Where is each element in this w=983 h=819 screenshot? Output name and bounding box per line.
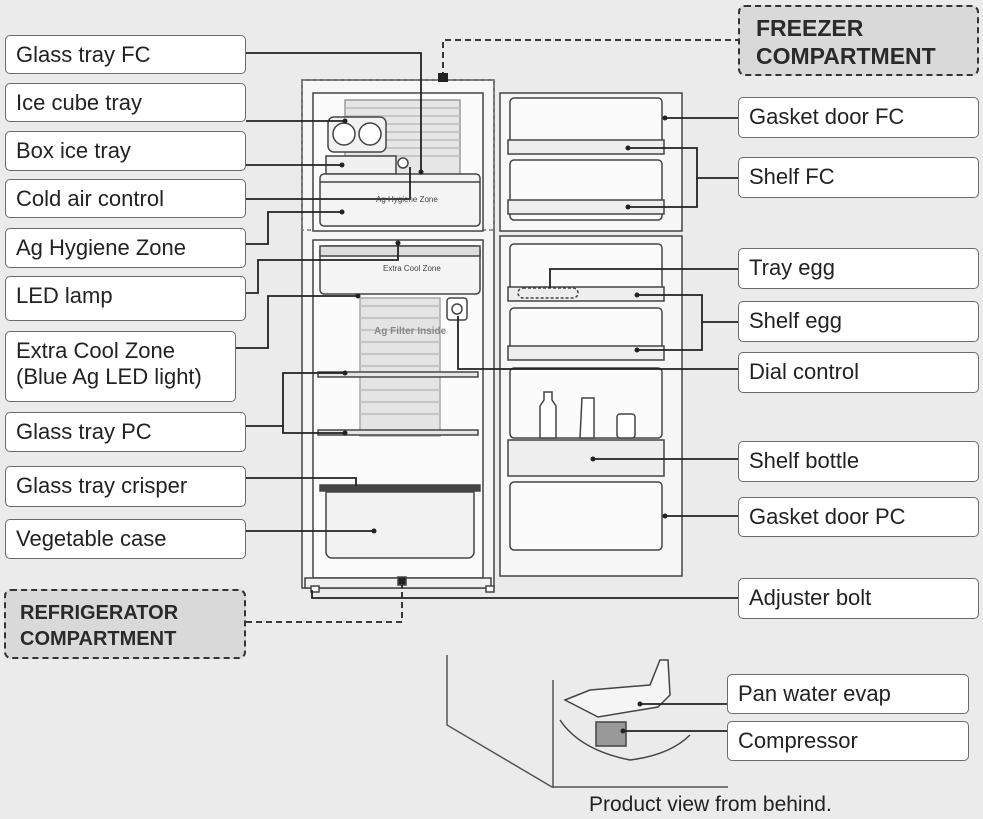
label-cold-air-control: Cold air control [5, 179, 246, 218]
label-extra-cool-zone: Extra Cool Zone (Blue Ag LED light) [5, 331, 236, 402]
label-ice-cube-tray: Ice cube tray [5, 83, 246, 122]
label-extra-cool-zone-line1: Extra Cool Zone [16, 338, 175, 363]
label-shelf-egg: Shelf egg [738, 301, 979, 342]
label-vegetable-case: Vegetable case [5, 519, 246, 559]
label-compressor: Compressor [727, 721, 969, 761]
freezer-compartment-label: FREEZER COMPARTMENT [738, 5, 979, 76]
extra-cool-inner-text: Extra Cool Zone [383, 264, 441, 273]
label-box-ice-tray: Box ice tray [5, 131, 246, 171]
label-shelf-bottle: Shelf bottle [738, 441, 979, 482]
ag-hygiene-drawer [319, 173, 481, 227]
ag-hygiene-inner-text: Ag Hygiene Zone [376, 195, 438, 204]
label-dial-control: Dial control [738, 352, 979, 393]
label-glass-tray-fc: Glass tray FC [5, 35, 246, 74]
ag-filter-inner-text: Ag Filter Inside [374, 326, 447, 337]
label-led-lamp: LED lamp [5, 276, 246, 321]
compressor-shape [595, 721, 627, 747]
refrigerator-label-line1: REFRIGERATOR [20, 602, 179, 624]
pan-water-evap [563, 659, 671, 718]
label-gasket-door-fc: Gasket door FC [738, 97, 979, 138]
freezer-label-line1: FREEZER [756, 15, 864, 41]
crisper-glass [319, 484, 481, 492]
glass-tray-1 [317, 371, 479, 378]
shelf-bottle [507, 439, 665, 477]
refrigerator-label-line2: COMPARTMENT [20, 628, 177, 650]
vegetable-case [325, 491, 475, 559]
label-tray-egg: Tray egg [738, 248, 979, 289]
label-gasket-door-pc: Gasket door PC [738, 497, 979, 537]
label-ag-hygiene-zone: Ag Hygiene Zone [5, 228, 246, 268]
rear-view-caption: Product view from behind. [589, 793, 832, 816]
label-pan-water-evap: Pan water evap [727, 674, 969, 714]
label-glass-tray-pc: Glass tray PC [5, 412, 246, 452]
label-shelf-fc: Shelf FC [738, 157, 979, 198]
freezer-label-line2: COMPARTMENT [756, 43, 936, 69]
label-extra-cool-zone-line2: (Blue Ag LED light) [16, 364, 202, 389]
refrigerator-compartment-label: REFRIGERATOR COMPARTMENT [4, 589, 246, 659]
label-adjuster-bolt: Adjuster bolt [738, 578, 979, 619]
label-glass-tray-crisper: Glass tray crisper [5, 466, 246, 507]
